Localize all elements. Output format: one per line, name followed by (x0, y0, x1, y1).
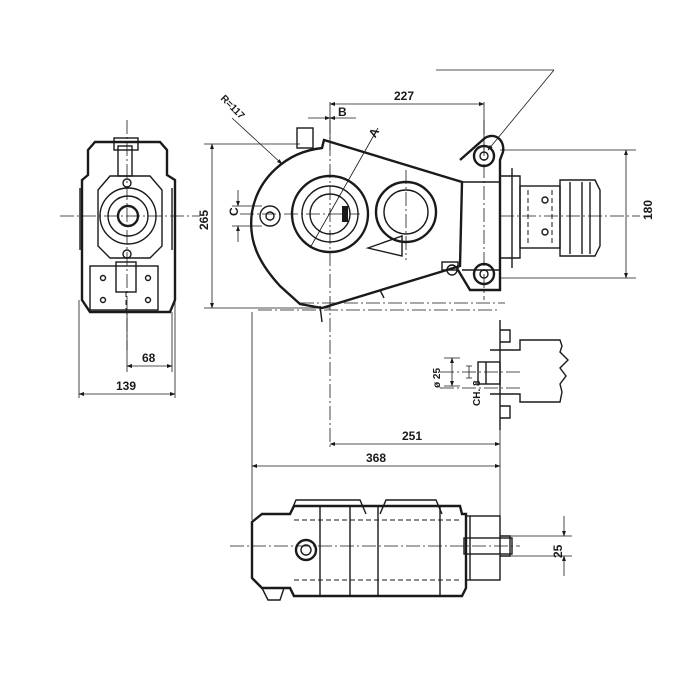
dim-227: 227 (394, 89, 414, 103)
dim-c: C (227, 207, 241, 216)
dim-dia25: ø 25 (432, 368, 443, 388)
dim-ch8: CH. 8 (472, 380, 483, 406)
dim-180: 180 (641, 200, 655, 220)
bottom-view (230, 499, 520, 601)
dim-b: B (338, 105, 347, 119)
dimension-lines (78, 69, 636, 576)
dim-251: 251 (402, 429, 422, 443)
dim-25: 25 (551, 544, 565, 558)
dim-radius: R=117 (218, 93, 247, 122)
side-view (60, 120, 200, 350)
shaft-detail (440, 320, 569, 430)
dim-265: 265 (197, 210, 211, 230)
dim-68: 68 (142, 351, 156, 365)
front-view (240, 120, 505, 450)
dim-368: 368 (366, 451, 386, 465)
input-adapter (500, 168, 640, 268)
dim-a: A (366, 125, 383, 140)
dim-139: 139 (116, 379, 136, 393)
